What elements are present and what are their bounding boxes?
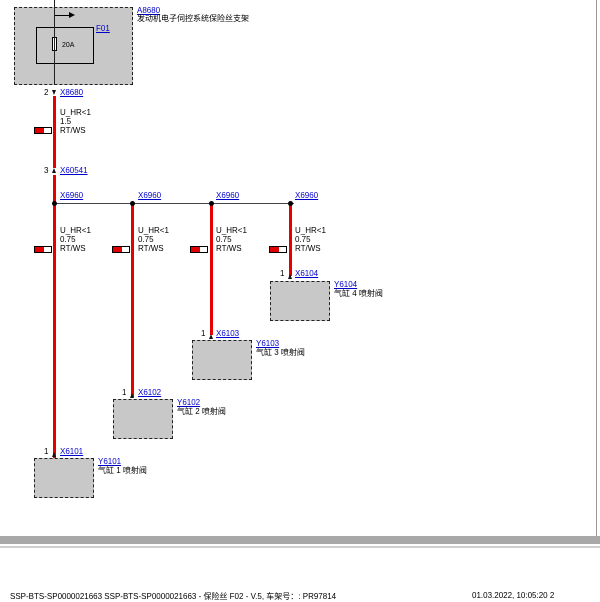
branch-4-pin: 1 [280,269,285,278]
branch-2-color: RT/WS [138,244,164,253]
branch-4-wire [289,203,292,276]
branch-3-signal: U_HR<1 [216,226,247,235]
main-wire-upper [53,96,56,168]
footer-document-info: SSP-BTS-SP0000021663 SSP-BTS-SP000002166… [10,592,337,601]
footer-divider-thin [0,546,600,548]
connector-x60541[interactable]: X60541 [60,166,88,175]
branch-4-signal: U_HR<1 [295,226,326,235]
splice-x6960-3[interactable]: X6960 [216,191,240,200]
comp-ref-y6103[interactable]: Y6103 [256,339,280,348]
branch-3-pin: 1 [201,329,206,338]
main-wire-gauge: 1.5 [60,117,72,126]
splice-dot-3 [209,201,214,206]
branch-1-color-swatch [34,246,52,253]
splice-dot-1 [52,201,57,206]
fuse-box-ref[interactable]: A8680 [137,6,161,15]
branch-1-gauge: 0.75 [60,235,76,244]
comp-desc-y6102: 气缸 2 喷射阀 [177,407,226,416]
branch-1-color: RT/WS [60,244,86,253]
branch-2-color-swatch [112,246,130,253]
branch-3-color-swatch [190,246,208,253]
branch-2-pin: 1 [122,388,127,397]
branch-3-connector-marker [209,334,213,339]
arrow-head-icon [69,12,75,18]
main-wire-color: RT/WS [60,126,86,135]
fuse-box-desc: 发动机电子伺控系统保险丝支架 [137,14,249,23]
branch-2-wire [131,203,134,397]
connector-x6103[interactable]: X6103 [216,329,240,338]
page-right-border [596,0,597,536]
splice-x6960-2[interactable]: X6960 [138,191,162,200]
pin-number-mid: 3 [44,166,49,175]
comp-desc-y6103: 气缸 3 喷射阀 [256,348,305,357]
branch-3-wire [210,203,213,335]
comp-ref-y6102[interactable]: Y6102 [177,398,201,407]
branch-2-signal: U_HR<1 [138,226,169,235]
connector-x6101[interactable]: X6101 [60,447,84,456]
comp-ref-y6104[interactable]: Y6104 [334,280,358,289]
branch-1-connector-marker [52,452,56,457]
branch-4-color: RT/WS [295,244,321,253]
footer-timestamp-page: 01.03.2022, 10:05:20 2 [472,591,555,600]
fuse-internal-line [54,0,55,85]
comp-desc-y6101: 气缸 1 喷射阀 [98,466,147,475]
splice-x6960-1[interactable]: X6960 [60,191,84,200]
branch-1-pin: 1 [44,447,49,456]
main-wire-color-swatch [34,127,52,134]
fuse-box-a8680 [14,7,133,85]
main-wire-signal: U_HR<1 [60,108,91,117]
branch-3-gauge: 0.75 [216,235,232,244]
branch-3-color: RT/WS [216,244,242,253]
fuse-ref[interactable]: F01 [96,24,110,33]
branch-4-connector-marker [288,274,292,279]
splice-bus-line [54,203,294,204]
branch-2-connector-marker [130,393,134,398]
branch-2-gauge: 0.75 [138,235,154,244]
fuse-inner-frame [36,27,94,64]
connector-x6102[interactable]: X6102 [138,388,162,397]
main-wire-lower [53,175,56,460]
splice-dot-4 [288,201,293,206]
comp-desc-y6104: 气缸 4 喷射阀 [334,289,383,298]
connector-x8680-marker [52,90,56,95]
footer-divider-thick [0,536,600,544]
fuse-rating: 20A [62,42,75,49]
connector-x60541-marker [52,168,56,173]
branch-1-signal: U_HR<1 [60,226,91,235]
comp-ref-y6101[interactable]: Y6101 [98,457,122,466]
injector-y6102[interactable] [113,399,173,439]
splice-dot-2 [130,201,135,206]
connector-x6104[interactable]: X6104 [295,269,319,278]
splice-x6960-4[interactable]: X6960 [295,191,319,200]
arrow-right-icon [55,15,69,16]
injector-y6101[interactable] [34,458,94,498]
branch-4-color-swatch [269,246,287,253]
injector-y6104[interactable] [270,281,330,321]
branch-4-gauge: 0.75 [295,235,311,244]
connector-x8680[interactable]: X8680 [60,88,84,97]
pin-number-top: 2 [44,88,49,97]
injector-y6103[interactable] [192,340,252,380]
